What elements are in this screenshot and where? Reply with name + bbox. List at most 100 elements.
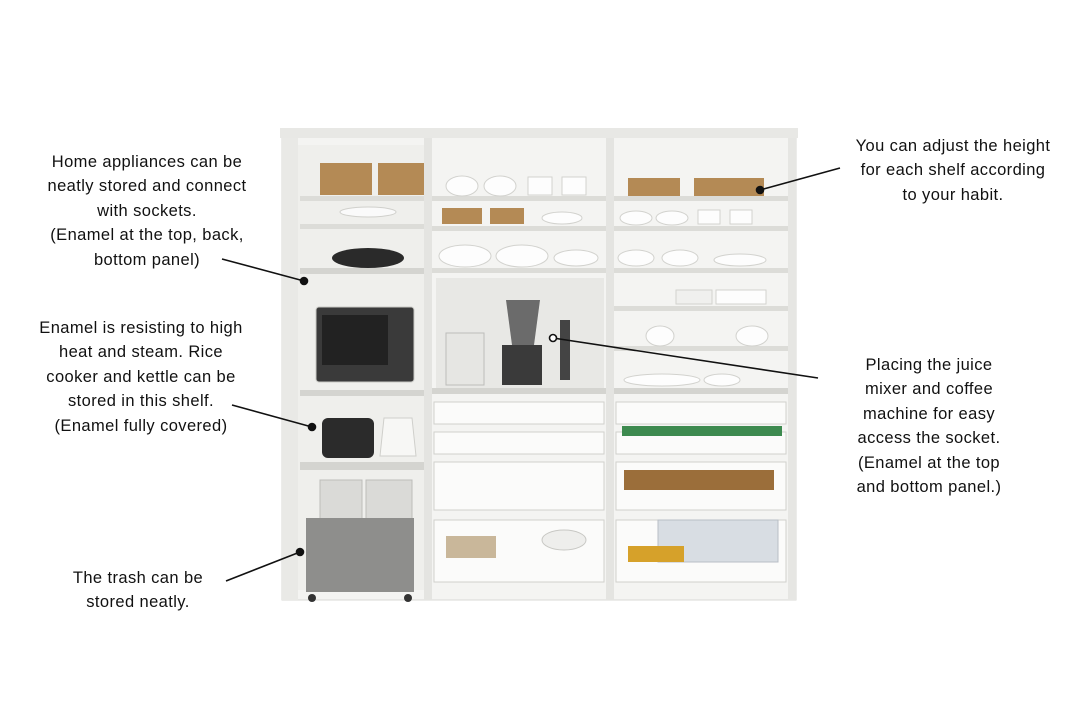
cabinet-side-right [788, 138, 796, 600]
drawer [615, 401, 787, 425]
right-shelf [614, 226, 788, 231]
annotation-line: Placing the juice [865, 356, 993, 374]
large-bowl [438, 244, 492, 268]
cabinet-side-left [282, 138, 298, 600]
annotation-line: with sockets. [97, 201, 197, 220]
drawer [433, 461, 605, 511]
basket [490, 208, 524, 224]
juice-mixer-base [502, 345, 542, 385]
bowl [661, 249, 699, 267]
drawer [433, 431, 605, 455]
annotation-line: cooker and kettle can be [46, 367, 236, 386]
right-shelf [614, 388, 788, 394]
leader-line-juice-mixer [552, 337, 819, 379]
plate-stack [339, 206, 397, 218]
cup [527, 176, 553, 196]
hand-blender [560, 320, 570, 380]
annotation-line: Home appliances can be [51, 153, 243, 171]
cup [697, 209, 721, 225]
electric-pan [332, 248, 404, 268]
annotation-line: access the socket. [857, 429, 1001, 448]
right-shelf [614, 268, 788, 273]
mid-shelf [432, 388, 606, 394]
cabinet-divider-1 [424, 138, 432, 600]
left-shelf [300, 268, 424, 274]
plate-stack [553, 249, 599, 267]
trash-cart [306, 518, 414, 592]
annotation-line: stored neatly. [86, 593, 190, 612]
annotation-line: You can adjust the height [855, 137, 1051, 155]
left-shelf [300, 390, 424, 396]
leader-dot [295, 547, 305, 557]
microwave-window [322, 315, 388, 365]
annotation-enamel-heat: Enamel is resisting to high heat and ste… [16, 316, 266, 438]
cup [729, 209, 753, 225]
annotation-juice-mixer: Placing the juice mixer and coffee machi… [822, 353, 1036, 499]
jar-row [624, 470, 774, 490]
annotation-line: (Enamel at the top [857, 453, 1001, 472]
annotation-line: machine for easy [862, 404, 996, 423]
cups [715, 289, 767, 305]
right-shelf [614, 306, 788, 311]
annotation-line: stored in this shelf. [68, 392, 214, 411]
cup [561, 176, 587, 196]
leader-line-enamel-heat [231, 404, 313, 428]
leader-dot [755, 185, 765, 195]
annotation-line: neatly stored and connect [47, 177, 247, 196]
trash-bin [365, 479, 413, 521]
annotation-line: heat and steam. Rice [59, 343, 223, 362]
annotation-line: to your habit. [902, 185, 1004, 204]
teapot [645, 325, 675, 347]
bowl [541, 211, 583, 225]
cabinet-top [280, 128, 798, 138]
large-bowl [495, 244, 549, 268]
leader-dot [548, 333, 558, 343]
annotation-line: and bottom panel.) [856, 478, 1002, 497]
cart-wheel [404, 594, 412, 602]
kettle [379, 417, 417, 457]
coffee-machine [445, 332, 485, 386]
leader-line-adjust-height [759, 167, 841, 191]
basket [442, 208, 482, 224]
drink-cans [628, 546, 684, 562]
bowl [655, 210, 689, 226]
left-shelf [300, 224, 424, 229]
annotation-line: mixer and coffee [864, 380, 994, 399]
basket [694, 178, 764, 196]
bowl [619, 210, 653, 226]
annotation-line: for each shelf according [860, 161, 1046, 180]
mid-shelf [432, 226, 606, 231]
annotation-trash: The trash can be stored neatly. [48, 566, 228, 615]
mid-shelf [432, 196, 606, 201]
annotation-line: The trash can be [72, 569, 204, 587]
basket [628, 178, 680, 196]
bowl [703, 373, 741, 387]
left-shelf [300, 196, 424, 201]
teapot [735, 325, 769, 347]
annotation-line: Enamel is resisting to high [39, 319, 243, 337]
can-row [622, 426, 782, 436]
rice-cooker [322, 418, 374, 458]
annotation-line: (Enamel at the top, back, [50, 226, 244, 245]
trash-bin [319, 479, 363, 521]
right-shelf [614, 346, 788, 351]
glasses [675, 289, 713, 305]
leader-dot [307, 422, 317, 432]
bowl [617, 249, 655, 267]
leader-line-trash [225, 551, 301, 582]
basket [320, 163, 372, 195]
annotation-line: bottom panel) [93, 250, 201, 269]
plate-stack [713, 253, 767, 267]
juice-mixer [506, 300, 540, 345]
pot [541, 529, 587, 551]
bowl [483, 175, 517, 197]
mid-shelf [432, 268, 606, 273]
cabinet-divider-2 [606, 138, 614, 600]
basket [378, 163, 424, 195]
left-shelf [300, 462, 424, 470]
right-shelf [614, 196, 788, 201]
annotation-line: (Enamel fully covered) [54, 416, 228, 435]
annotation-adjust-height: You can adjust the height for each shelf… [830, 134, 1076, 207]
drawer [433, 401, 605, 425]
